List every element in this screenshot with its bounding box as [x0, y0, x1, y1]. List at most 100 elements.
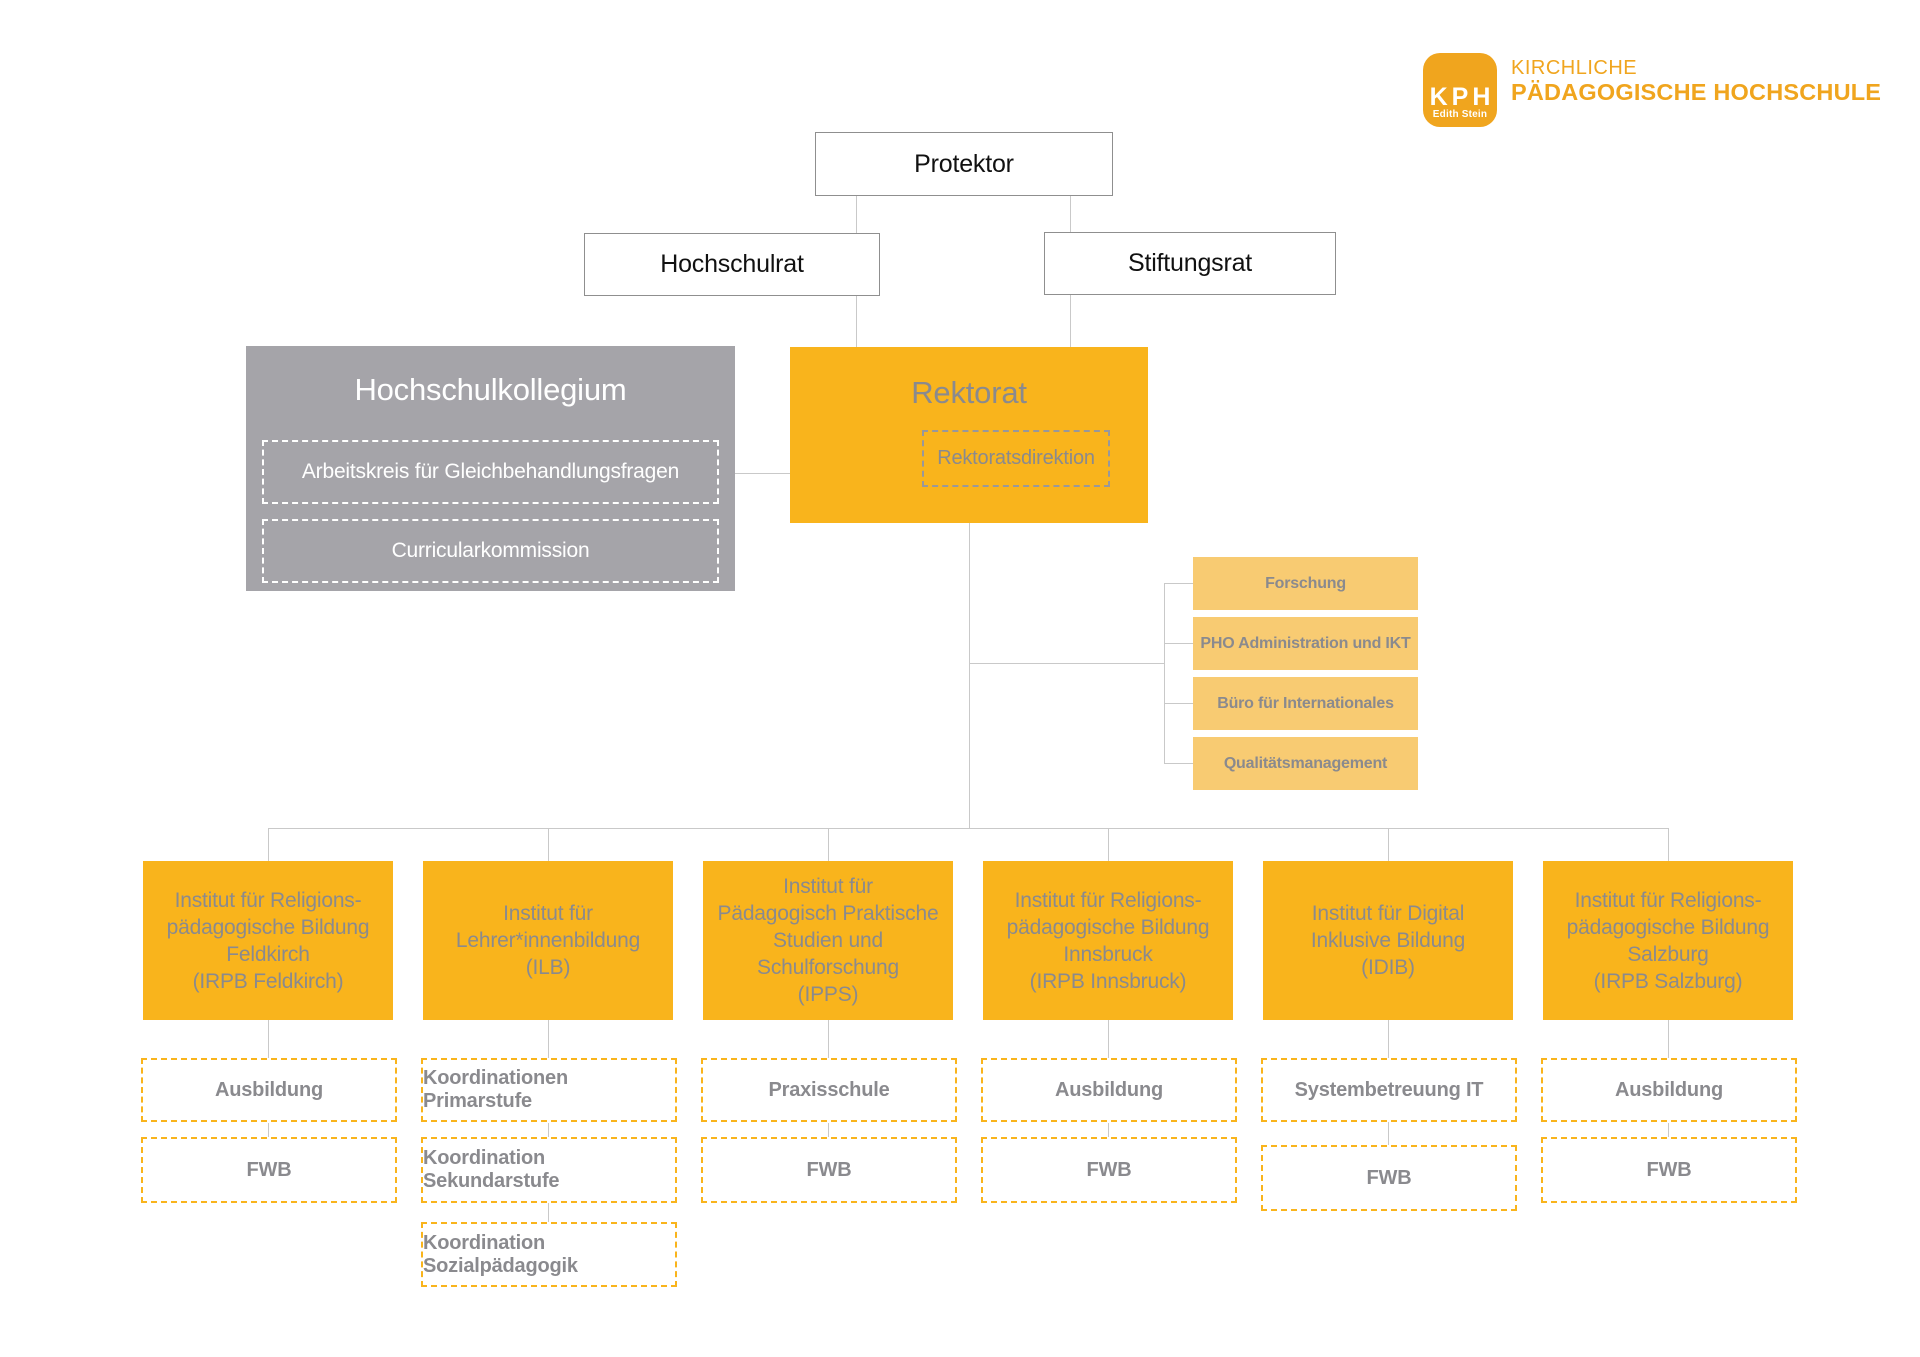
subnode-ipps-fwb: FWB — [701, 1137, 957, 1203]
connector — [1388, 1020, 1389, 1058]
connector — [735, 473, 791, 474]
node-curricularkommission: Curricularkommission — [262, 519, 719, 583]
subnode-label: Ausbildung — [215, 1078, 323, 1101]
institute-line: pädagogische Bildung — [1566, 915, 1770, 939]
connector — [548, 1020, 549, 1058]
node-forschung: Forschung — [1193, 557, 1418, 610]
kph-logo: KPH Edith Stein — [1423, 53, 1497, 127]
connector — [1164, 583, 1194, 584]
kph-logo-acronym: KPH — [1429, 83, 1495, 111]
node-institut-irpb-feldkirch: Institut für Religions- pädagogische Bil… — [143, 861, 393, 1020]
connector — [268, 1123, 269, 1137]
institute-line: Pädagogisch Praktische — [717, 902, 939, 925]
subnode-label: Koordination Sozialpädagogik — [423, 1231, 578, 1277]
node-protektor-label: Protektor — [914, 149, 1014, 178]
subnode-label: Koordinationen Primarstufe — [423, 1067, 568, 1112]
subnode-label: FWB — [1366, 1166, 1412, 1189]
institute-line: Institut für — [503, 902, 593, 925]
institute-line: Feldkirch — [226, 942, 310, 966]
connector — [828, 828, 829, 861]
node-forschung-label: Forschung — [1265, 574, 1346, 592]
node-buero-internationales: Büro für Internationales — [1193, 677, 1418, 730]
subnode-label: Koordination Sekundarstufe — [423, 1147, 560, 1192]
node-buero-internationales-label: Büro für Internationales — [1217, 694, 1394, 712]
node-institut-irpb-salzburg: Institut für Religions- pädagogische Bil… — [1543, 861, 1793, 1020]
kph-logo-subtitle: Edith Stein — [1432, 109, 1488, 120]
node-arbeitskreis-gleichbehandlungsfragen: Arbeitskreis für Gleichbehandlungsfragen — [262, 440, 719, 504]
connector — [1164, 703, 1194, 704]
connector — [268, 828, 269, 861]
subnode-label: FWB — [246, 1158, 292, 1181]
node-protektor: Protektor — [815, 132, 1113, 196]
node-qualitaetsmanagement: Qualitätsmanagement — [1193, 737, 1418, 790]
subnode-idib-fwb: FWB — [1261, 1145, 1517, 1211]
subnode-ilb-koordination-sekundarstufe: Koordination Sekundarstufe — [421, 1137, 677, 1203]
subnode-salzburg-ausbildung: Ausbildung — [1541, 1058, 1797, 1122]
node-institut-irpb-innsbruck: Institut für Religions- pädagogische Bil… — [983, 861, 1233, 1020]
connector — [1108, 1020, 1109, 1058]
subnode-salzburg-fwb: FWB — [1541, 1137, 1797, 1203]
connector — [1108, 1123, 1109, 1137]
node-institut-ilb: Institut für Lehrer*innenbildung (ILB) — [423, 861, 673, 1020]
node-hochschulrat-label: Hochschulrat — [660, 250, 804, 278]
node-institut-idib: Institut für Digital Inklusive Bildung (… — [1263, 861, 1513, 1020]
institute-line: Institut für Religions- — [1574, 888, 1762, 912]
connector — [828, 1020, 829, 1058]
node-institut-ipps: Institut für Pädagogisch Praktische Stud… — [703, 861, 953, 1020]
node-curricularkommission-label: Curricularkommission — [391, 539, 590, 562]
institute-line: Institut für Religions- — [174, 888, 362, 912]
institute-line: Inklusive Bildung — [1310, 929, 1466, 952]
institute-line: pädagogische Bildung — [1006, 915, 1210, 939]
node-qualitaetsmanagement-label: Qualitätsmanagement — [1223, 754, 1388, 772]
institute-line: Institut für Religions- — [1014, 888, 1202, 912]
institute-line: (IRPB Feldkirch) — [192, 969, 344, 993]
node-stiftungsrat: Stiftungsrat — [1044, 232, 1336, 295]
institute-line: (ILB) — [525, 956, 571, 979]
kph-logo-wordmark: KIRCHLICHE PÄDAGOGISCHE HOCHSCHULE — [1511, 57, 1881, 106]
subnode-label: Praxisschule — [768, 1078, 890, 1101]
node-stiftungsrat-label: Stiftungsrat — [1127, 249, 1253, 277]
subnode-innsbruck-ausbildung: Ausbildung — [981, 1058, 1237, 1122]
subnode-label: Ausbildung — [1055, 1078, 1163, 1101]
connector — [1388, 1122, 1389, 1145]
connector — [828, 1123, 829, 1137]
kph-logo-line1: KIRCHLICHE — [1511, 57, 1638, 79]
subnode-idib-systembetreuung-it: Systembetreuung IT — [1261, 1058, 1517, 1122]
institute-line: Lehrer*innenbildung — [455, 929, 641, 952]
connector — [1164, 763, 1194, 764]
node-pho-administration-ikt: PHO Administration und IKT — [1193, 617, 1418, 670]
connector — [548, 1203, 549, 1222]
connector — [969, 663, 1165, 664]
connector — [1668, 1020, 1669, 1058]
institute-line: Innsbruck — [1063, 942, 1153, 966]
connector — [1164, 583, 1165, 764]
institute-line: pädagogische Bildung — [166, 915, 370, 939]
institute-line: (IPPS) — [797, 983, 859, 1006]
institute-line: (IRPB Innsbruck) — [1029, 969, 1187, 993]
connector — [548, 828, 549, 861]
subnode-label: FWB — [1086, 1158, 1132, 1181]
subnode-label: Systembetreuung IT — [1294, 1078, 1484, 1101]
subnode-ilb-koordination-sozialpaedagogik: Koordination Sozialpädagogik — [421, 1222, 677, 1287]
node-rektoratsdirektion-label: Rektoratsdirektion — [937, 447, 1095, 469]
institute-line: Institut für Digital — [1311, 902, 1465, 925]
connector — [548, 1123, 549, 1137]
connector — [268, 828, 1669, 829]
subnode-label: FWB — [1646, 1158, 1692, 1181]
subnode-feldkirch-fwb: FWB — [141, 1137, 397, 1203]
institute-line: Studien und — [773, 929, 883, 952]
node-hochschulkollegium-title: Hochschulkollegium — [354, 372, 627, 407]
connector — [1388, 828, 1389, 861]
institute-line: Salzburg — [1627, 942, 1709, 966]
subnode-feldkirch-ausbildung: Ausbildung — [141, 1058, 397, 1122]
node-pho-administration-ikt-label: PHO Administration und IKT — [1200, 634, 1411, 652]
connector — [1164, 643, 1194, 644]
institute-line: (IRPB Salzburg) — [1593, 969, 1743, 993]
node-arbeitskreis-label: Arbeitskreis für Gleichbehandlungsfragen — [301, 460, 680, 483]
node-rektorat-title: Rektorat — [911, 375, 1027, 410]
subnode-label: FWB — [806, 1158, 852, 1181]
connector — [1668, 828, 1669, 861]
node-hochschulkollegium: Hochschulkollegium Arbeitskreis für Glei… — [246, 346, 735, 591]
institute-line: (IDIB) — [1361, 956, 1415, 979]
connector — [1108, 828, 1109, 861]
